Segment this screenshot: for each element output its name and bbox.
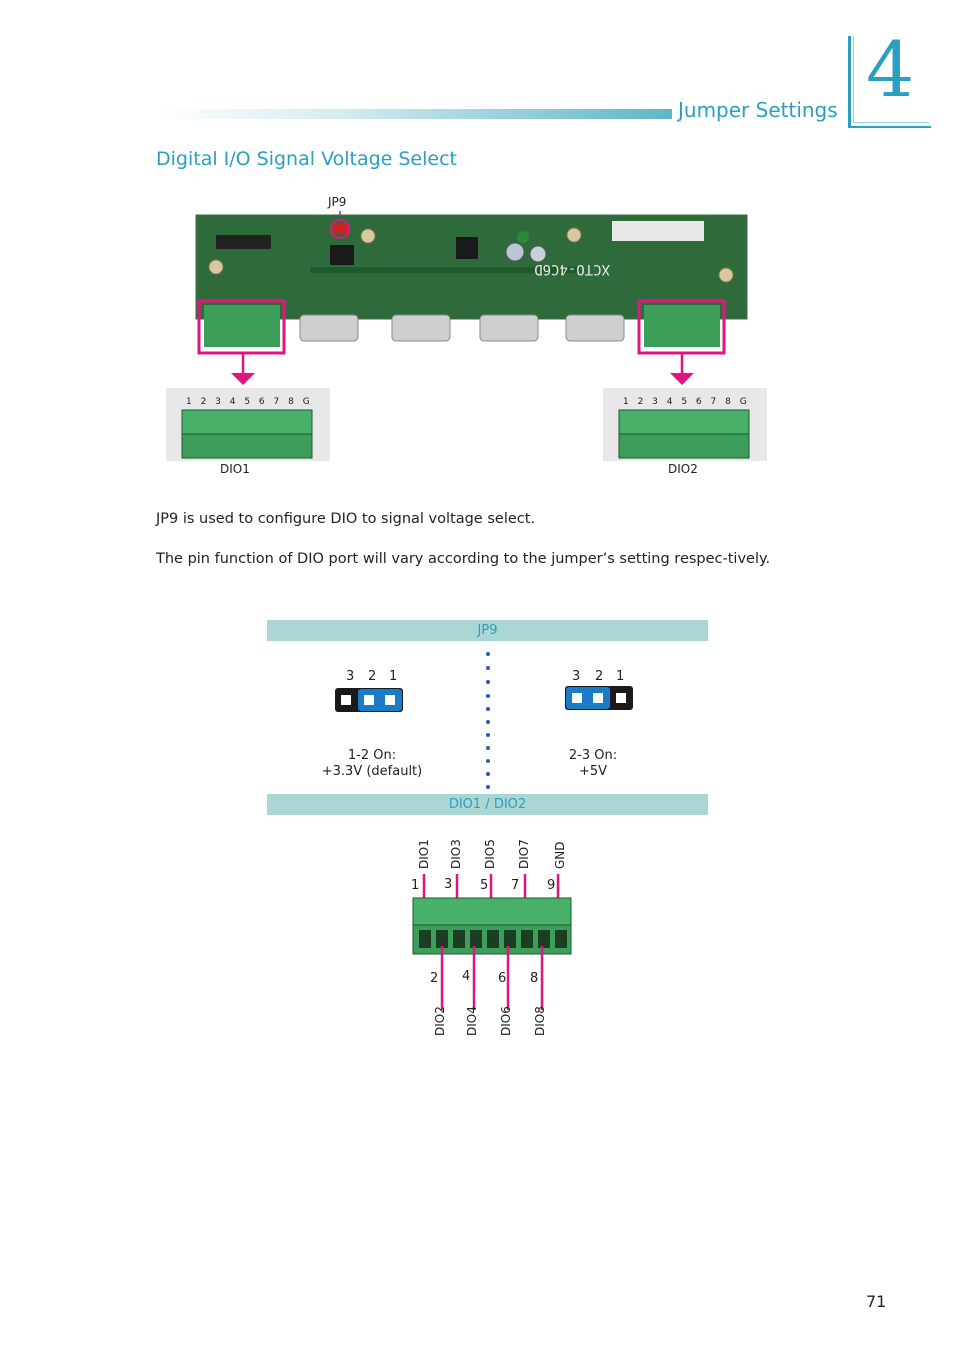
pin-number-4: 4 [462,969,471,984]
left-pin-2: 2 [368,669,377,684]
board-text: XCTO-4C6D [534,261,610,277]
dio-table-footer: DIO1 / DIO2 [267,794,708,815]
chapter-title: Jumper Settings [678,98,838,122]
left-caption-line2: +3.3V (default) [321,764,423,779]
right-pin-3: 3 [572,669,581,684]
jumper-1-2-on [335,688,403,712]
jp9-table-header: JP9 [267,620,708,641]
pin-number-6: 6 [498,971,507,986]
pin-number-3: 3 [444,877,453,892]
page-number: 71 [866,1292,887,1311]
label-dio3: DIO3 [449,839,463,869]
paragraph-1: JP9 is used to configure DIO to signal v… [156,511,536,527]
paragraph-2: The pin function of DIO port will vary a… [156,551,771,567]
label-dio4: DIO4 [465,1006,479,1036]
pin-number-7: 7 [511,878,520,893]
label-dio8: DIO8 [533,1006,547,1036]
dio-terminal-block [412,874,572,1010]
board-photo: XCTO-4C6D 1 2 3 4 5 6 7 8 G 1 2 3 4 5 6 … [166,211,767,461]
label-dio6: DIO6 [499,1006,513,1036]
right-caption-line1: 2-3 On: [568,748,618,763]
section-title: Digital I/O Signal Voltage Select [156,148,457,170]
left-caption-line1: 1-2 On: [347,748,397,763]
jumper-2-3-on [565,686,633,710]
dio1-pin-numbers: 1 2 3 4 5 6 7 8 G [186,397,313,407]
dio2-photo-label: DIO2 [668,462,698,476]
chapter-box-inner [853,36,929,123]
chapter-box [848,36,931,128]
chapter-number: 4 [866,25,915,114]
pin-number-2: 2 [430,971,439,986]
pin-number-5: 5 [480,878,489,893]
right-pin-2: 2 [595,669,604,684]
pin-number-9: 9 [547,878,556,893]
label-dio7: DIO7 [517,839,531,869]
dio1-photo-label: DIO1 [220,462,250,476]
right-caption-line2: +5V [578,764,608,779]
label-dio5: DIO5 [483,839,497,869]
jp9-photo-label: JP9 [328,195,347,209]
label-dio2: DIO2 [433,1006,447,1036]
left-pin-3: 3 [346,669,355,684]
left-pin-1: 1 [389,669,398,684]
header-rule [156,109,672,119]
dio2-pin-numbers: 1 2 3 4 5 6 7 8 G [623,397,750,407]
dotted-divider [486,652,490,789]
pin-number-8: 8 [530,971,539,986]
pin-number-1: 1 [411,878,420,893]
right-pin-1: 1 [616,669,625,684]
label-dio1: DIO1 [417,839,431,869]
label-gnd: GND [553,841,567,869]
